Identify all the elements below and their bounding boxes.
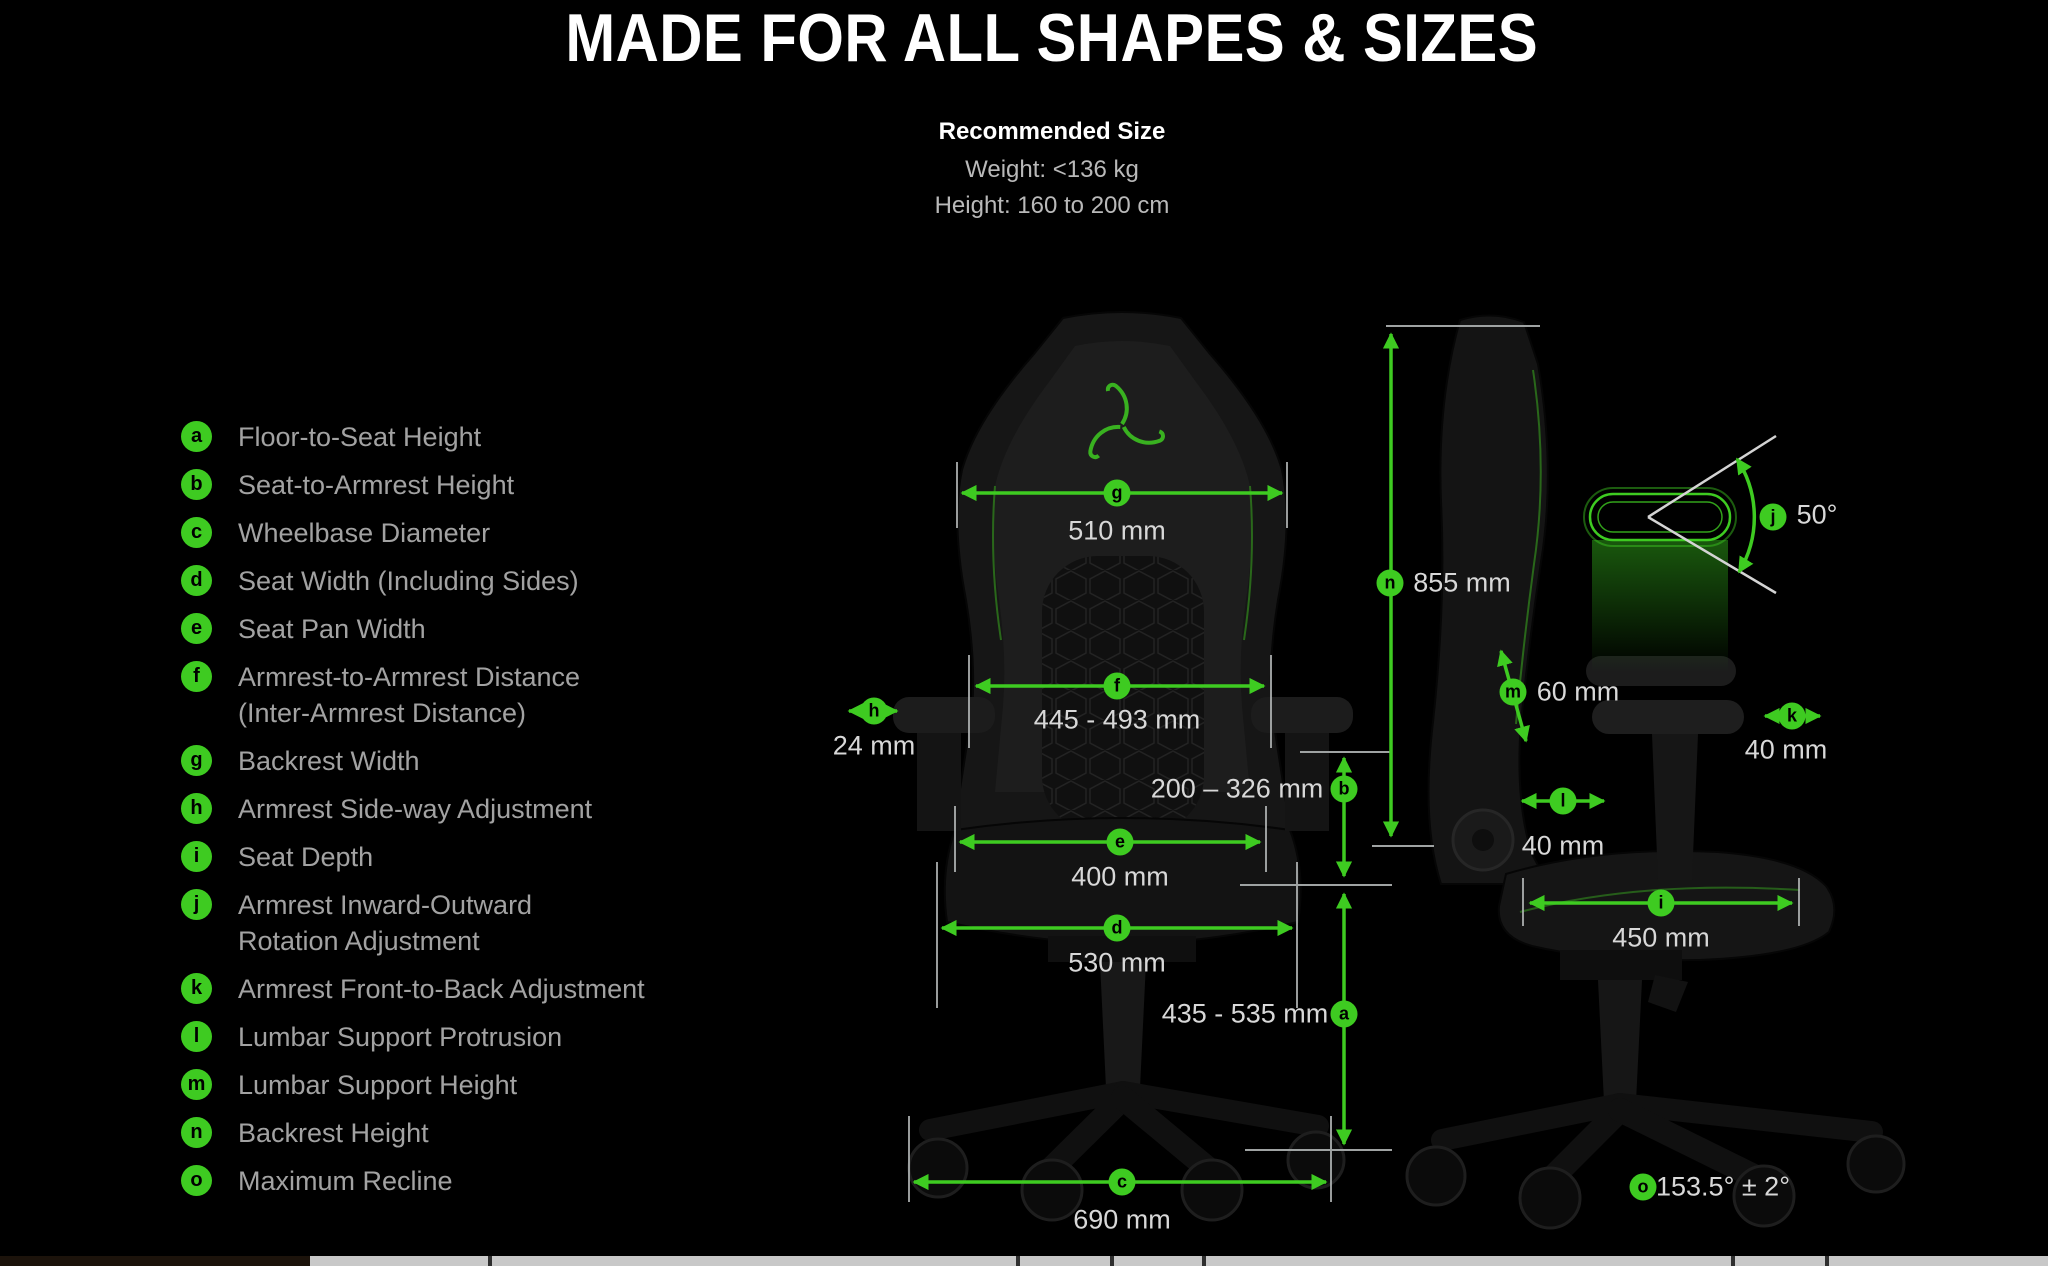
recommended-weight: Weight: <136 kg [965, 156, 1139, 183]
measurement-badge-f: f [1103, 672, 1131, 700]
page-bottom-strip-dark [0, 1256, 310, 1266]
measurement-badge-o: o [1629, 1173, 1657, 1201]
page-bottom-strip [310, 1256, 2048, 1266]
legend-badge-o: o [181, 1165, 212, 1196]
legend-item-a: a Floor-to-Seat Height [181, 419, 645, 455]
legend-label-c: Wheelbase Diameter [238, 518, 491, 548]
legend-badge-c: c [181, 517, 212, 548]
measurement-value-e: 400 mm [1071, 861, 1169, 892]
legend-item-d: d Seat Width (Including Sides) [181, 563, 645, 599]
legend-item-i: i Seat Depth [181, 839, 645, 875]
legend-label-h: Armrest Side-way Adjustment [238, 794, 593, 824]
legend-label-e: Seat Pan Width [238, 614, 426, 644]
legend-badge-g: g [181, 745, 212, 776]
legend-badge-i: i [181, 841, 212, 872]
dimension-ticks [908, 462, 1800, 1202]
legend-label-k: Armrest Front-to-Back Adjustment [238, 974, 645, 1004]
legend-item-l: l Lumbar Support Protrusion [181, 1019, 645, 1055]
legend-item-o: o Maximum Recline [181, 1163, 645, 1199]
legend-badge-b: b [181, 469, 212, 500]
measurement-value-n: 855 mm [1413, 567, 1511, 598]
legend-item-f: f Armrest-to-Armrest Distance(Inter-Armre… [181, 659, 645, 731]
legend-badge-a: a [181, 421, 212, 452]
measurement-value-a: 435 - 535 mm [1161, 998, 1329, 1029]
legend-label-b: Seat-to-Armrest Height [238, 470, 515, 500]
measurement-value-i: 450 mm [1612, 922, 1710, 953]
legend-label-g: Backrest Width [238, 746, 420, 776]
legend-badge-l: l [181, 1021, 212, 1052]
measurement-badge-l: l [1549, 787, 1577, 815]
lumbar-support-glow [1583, 487, 1737, 672]
measurement-badge-d: d [1103, 914, 1131, 942]
dimension-arrows [847, 332, 1822, 1191]
measurement-badge-n: n [1376, 569, 1404, 597]
measurement-badge-k: k [1778, 702, 1806, 730]
recommended-size-label: Recommended Size [938, 118, 1166, 145]
legend-item-h: h Armrest Side-way Adjustment [181, 791, 645, 827]
measurement-value-o: 153.5° ± 2° [1656, 1171, 1790, 1202]
legend-badge-h: h [181, 793, 212, 824]
measurement-value-m: 60 mm [1536, 676, 1620, 707]
measurement-badge-h: h [860, 697, 888, 725]
legend-item-n: n Backrest Height [181, 1115, 645, 1151]
legend-badge-j: j [181, 889, 212, 920]
rotation-angle-lines [1647, 434, 1777, 595]
measurement-badge-e: e [1106, 828, 1134, 856]
recommended-height: Height: 160 to 200 cm [934, 192, 1170, 219]
measurement-badge-a: a [1330, 1000, 1358, 1028]
legend-badge-n: n [181, 1117, 212, 1148]
legend-badge-k: k [181, 973, 212, 1004]
legend-badge-m: m [181, 1069, 212, 1100]
legend-item-b: b Seat-to-Armrest Height [181, 467, 645, 503]
side-chair-illustration [1405, 314, 1906, 1230]
legend-label-l: Lumbar Support Protrusion [238, 1022, 563, 1052]
legend-item-g: g Backrest Width [181, 743, 645, 779]
legend-item-e: e Seat Pan Width [181, 611, 645, 647]
legend-badge-e: e [181, 613, 212, 644]
measurement-badge-g: g [1103, 479, 1131, 507]
legend-item-c: c Wheelbase Diameter [181, 515, 645, 551]
measurement-value-k: 40 mm [1744, 734, 1828, 765]
measurement-value-g: 510 mm [1068, 515, 1166, 546]
legend-label-i: Seat Depth [238, 842, 374, 872]
measurement-badge-c: c [1108, 1168, 1136, 1196]
legend-badge-f: f [181, 661, 212, 692]
measurement-value-l: 40 mm [1521, 830, 1605, 861]
measurement-value-b: 200 – 326 mm [1150, 773, 1324, 804]
measurement-value-h: 24 mm [832, 730, 916, 761]
legend-label-m: Lumbar Support Height [238, 1070, 518, 1100]
measurement-value-f: 445 - 493 mm [1033, 704, 1201, 735]
measurement-value-j: 50° [1796, 499, 1838, 530]
legend: a Floor-to-Seat Height b Seat-to-Armrest H… [181, 419, 645, 1211]
measurement-value-c: 690 mm [1073, 1204, 1171, 1235]
measurement-badge-j: j [1759, 503, 1787, 531]
measurement-value-d: 530 mm [1068, 947, 1166, 978]
legend-label-o: Maximum Recline [238, 1166, 453, 1196]
measurement-badge-i: i [1647, 889, 1675, 917]
legend-label-a: Floor-to-Seat Height [238, 422, 482, 452]
legend-item-k: k Armrest Front-to-Back Adjustment [181, 971, 645, 1007]
legend-label-f: Armrest-to-Armrest Distance(Inter-Armres… [238, 662, 581, 728]
razer-logo [1088, 382, 1165, 460]
legend-badge-d: d [181, 565, 212, 596]
legend-item-m: m Lumbar Support Height [181, 1067, 645, 1103]
measurement-badge-b: b [1330, 775, 1358, 803]
legend-label-d: Seat Width (Including Sides) [238, 566, 579, 596]
front-chair-illustration [893, 311, 1353, 1222]
page-title: MADE FOR ALL SHAPES & SIZES [565, 0, 1539, 76]
measurement-badge-m: m [1499, 678, 1527, 706]
legend-label-n: Backrest Height [238, 1118, 429, 1148]
